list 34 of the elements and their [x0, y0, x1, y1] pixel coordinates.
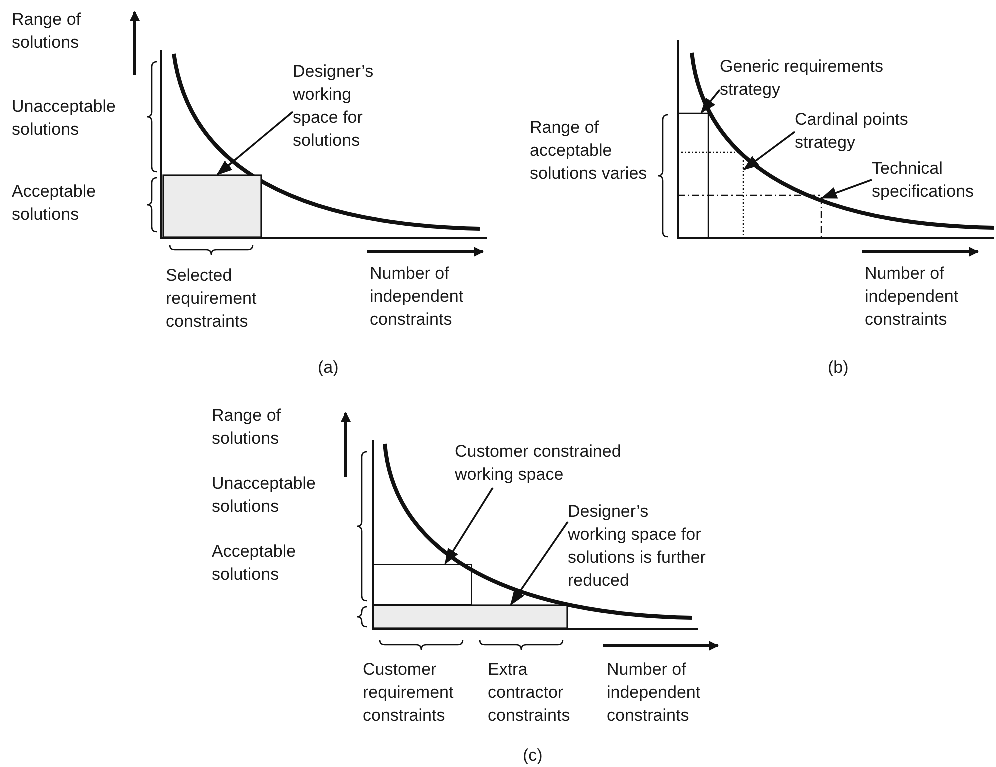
axis-label: (b) [828, 357, 850, 379]
axis-label: Acceptable solutions [12, 181, 98, 226]
callout-text: Customer constrained working space [455, 441, 622, 486]
callout-text: Designer’s working space for solutions [293, 61, 375, 152]
leader-arrow [743, 131, 796, 171]
axis-label: Unacceptable solutions [212, 473, 317, 518]
axis-label: Acceptable solutions [212, 541, 298, 586]
axis-label: (a) [318, 357, 340, 379]
axis-label: Extra contractor constraints [488, 659, 572, 727]
callout-text: Cardinal points strategy [795, 109, 910, 154]
axis-label: Number of independent constraints [607, 659, 702, 727]
leader-arrow [444, 488, 494, 565]
axis-label: Range of acceptable solutions varies [530, 117, 648, 185]
axis-label: Range of solutions [212, 405, 282, 450]
leader-arrow [700, 89, 721, 114]
axis-label: Unacceptable solutions [12, 96, 117, 141]
axis-label: Number of independent constraints [865, 263, 960, 331]
axis-label: Customer requirement constraints [363, 659, 455, 727]
region-outline [678, 152, 744, 238]
leader-arrow [821, 179, 872, 200]
axis-label: (c) [523, 745, 544, 767]
callout-text: Generic requirements strategy [720, 56, 884, 101]
shaded-region [163, 175, 262, 238]
callout-text: Technical specifications [872, 158, 976, 203]
region-outline [678, 113, 709, 238]
region-outline [373, 564, 472, 605]
region-outline [678, 195, 822, 238]
leader-arrow [510, 521, 569, 606]
leader-arrow [216, 111, 294, 176]
shaded-region [373, 605, 568, 629]
axis-label: Selected requirement constraints [166, 265, 258, 333]
axis-label: Range of solutions [12, 9, 82, 54]
axis-label: Number of independent constraints [370, 263, 465, 331]
callout-text: Designer’s working space for solutions is further reduced [568, 501, 707, 592]
